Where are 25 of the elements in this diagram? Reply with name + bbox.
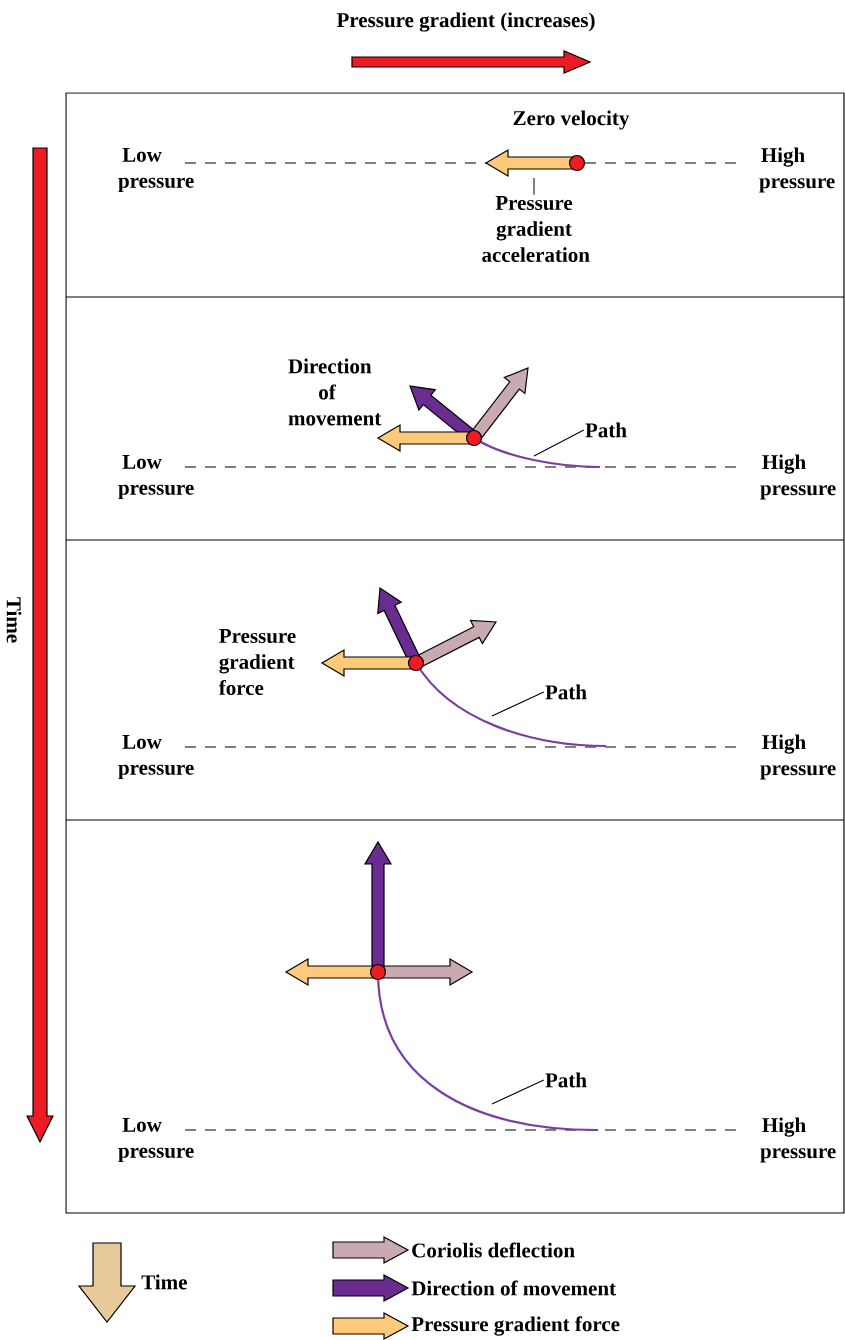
leader-line — [533, 177, 535, 196]
legend-label: Direction of movement — [411, 1280, 616, 1296]
pressure-label: High pressure — [760, 1117, 836, 1163]
annotation: Direction of movement — [288, 358, 382, 426]
pressure-label: High pressure — [759, 147, 835, 193]
callout-text: Path — [545, 684, 587, 700]
leader-line — [533, 429, 585, 457]
time-label: Time — [141, 1274, 187, 1290]
pressure-label: Low pressure — [118, 454, 194, 500]
title: Pressure gradient (increases) — [336, 12, 595, 32]
legend-label: Coriolis deflection — [412, 1242, 575, 1258]
legend-label: Pressure gradient force — [411, 1316, 620, 1336]
annotation: Zero velocity — [513, 110, 630, 130]
pressure-label: High pressure — [760, 734, 836, 780]
pressure-label: High pressure — [760, 454, 836, 500]
annotation: Pressure gradient force — [218, 629, 296, 695]
pressure-label: Low pressure — [118, 147, 194, 193]
leader-line — [491, 691, 545, 717]
callout-text: Path — [585, 422, 627, 438]
pressure-label: Low pressure — [118, 734, 194, 780]
pressure-label: Low pressure — [118, 1117, 194, 1163]
leader-line — [491, 1079, 545, 1105]
callout-text: Pressure gradient acceleration — [482, 196, 590, 262]
callout-text: Path — [545, 1072, 587, 1088]
axis-label: Time — [6, 597, 22, 643]
